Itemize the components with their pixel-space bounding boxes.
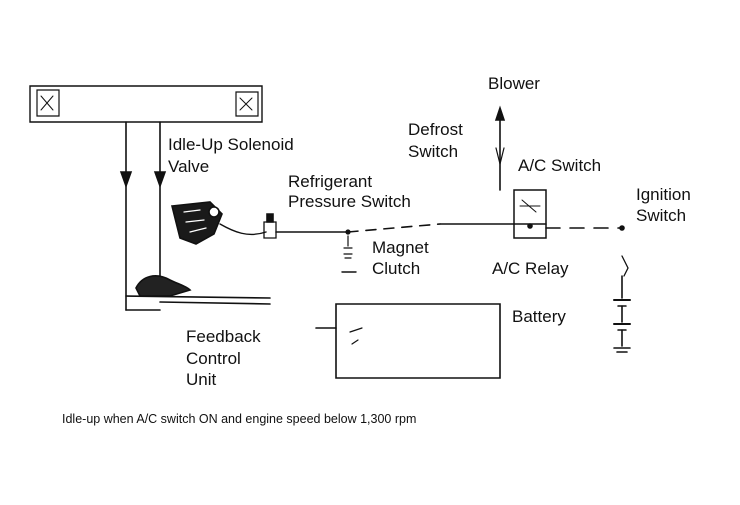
label-feedback-unit-1: Feedback <box>186 327 261 346</box>
pressure-switch-contact <box>346 230 350 234</box>
battery-icon <box>614 276 630 352</box>
label-ignition-switch-1: Ignition <box>636 185 691 204</box>
flow-arrow-left <box>121 172 131 186</box>
label-ac-relay: A/C Relay <box>492 259 569 278</box>
label-blower: Blower <box>488 74 540 93</box>
solenoid-valve-icon <box>172 202 222 244</box>
throttle-body <box>136 276 190 296</box>
label-battery: Battery <box>512 307 566 326</box>
label-ignition-switch-2: Switch <box>636 206 687 225</box>
diagram-caption: Idle-up when A/C switch ON and engine sp… <box>62 412 417 426</box>
flow-arrow-right <box>155 172 165 186</box>
label-idle-up-valve-2: Valve <box>168 157 210 176</box>
label-feedback-unit-3: Unit <box>186 370 217 389</box>
ignition-switch-contact <box>620 226 624 230</box>
label-ac-switch: A/C Switch <box>518 156 602 175</box>
connector-icon <box>264 222 276 238</box>
label-refrigerant-switch-2: Pressure Switch <box>288 192 411 211</box>
air-pipe-top <box>30 86 262 122</box>
blower-arrow-icon <box>496 108 504 120</box>
label-idle-up-valve-1: Idle-Up Solenoid <box>168 135 294 154</box>
label-feedback-unit-2: Control <box>186 349 241 368</box>
label-magnet-clutch-1: Magnet <box>372 238 429 257</box>
label-magnet-clutch-2: Clutch <box>372 259 421 278</box>
feedback-control-unit-box <box>336 304 500 378</box>
label-defrost-switch-2: Switch <box>408 142 459 161</box>
ac-relay-box <box>514 190 546 238</box>
defrost-switch-icon <box>496 148 504 164</box>
label-refrigerant-switch-1: Refrigerant <box>288 172 373 191</box>
label-defrost-switch-1: Defrost <box>408 120 463 139</box>
pipe-fitting-right <box>236 92 258 116</box>
pipe-fitting-left <box>37 90 59 116</box>
magnet-clutch-icon <box>342 236 356 272</box>
